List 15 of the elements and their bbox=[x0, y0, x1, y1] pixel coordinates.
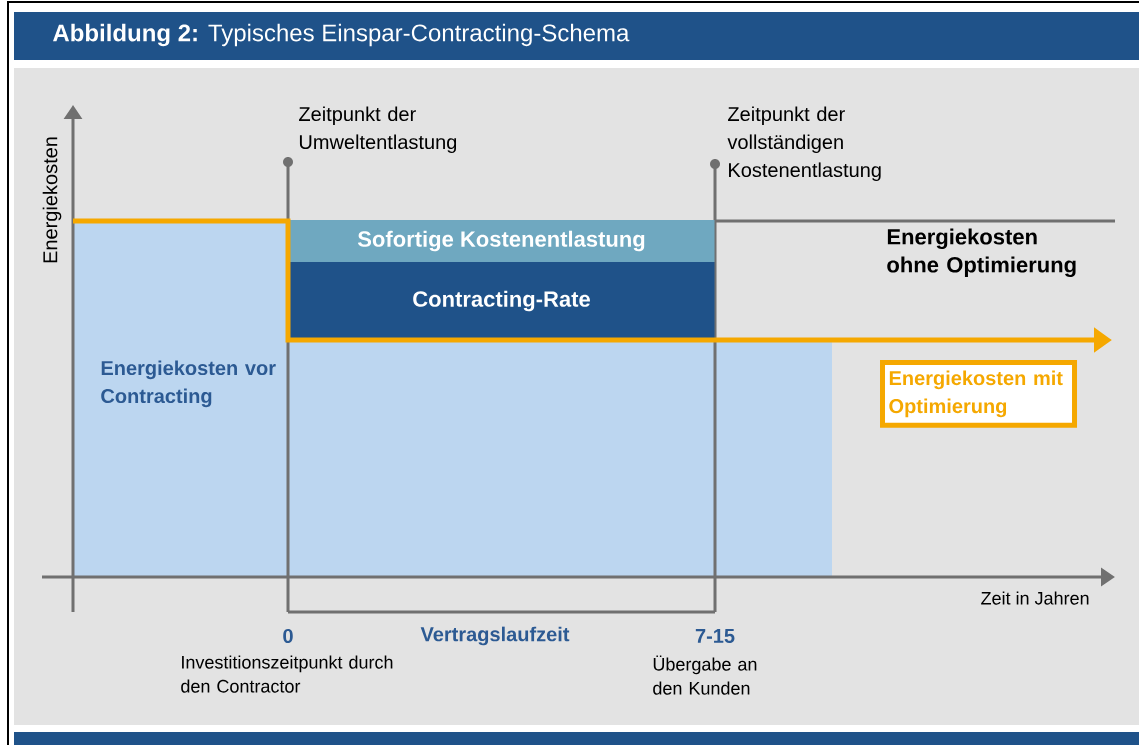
series-label: Energiekosten ohne Optimierung bbox=[887, 228, 1076, 277]
tick-label: 0 bbox=[283, 628, 293, 644]
annotation: Investitionszeitpunkt durch den Contractor bbox=[181, 655, 393, 693]
title-bar: Abbildung 2: Typisches Einspar-Contracting-Schema bbox=[14, 12, 1139, 60]
band: Contracting-Rate bbox=[288, 262, 715, 340]
band: Sofortige Kostenentlastung bbox=[288, 220, 715, 262]
legend-box: Energiekosten mit Optimierung bbox=[880, 360, 1077, 428]
annotation: Zeitpunkt der vollständigen Kostenentlastung bbox=[727, 106, 881, 182]
annotation: Zeitpunkt der Umweltentlastung bbox=[299, 106, 457, 154]
axis-label: Energiekosten bbox=[42, 137, 62, 263]
area-label: Energiekosten vor Contracting bbox=[101, 360, 276, 408]
bracket-label: Vertragslaufzeit bbox=[420, 626, 570, 646]
axis-label: Zeit in Jahren bbox=[981, 591, 1089, 605]
annotation: Übergabe an den Kunden bbox=[653, 655, 757, 695]
tick-label: 7-15 bbox=[695, 629, 735, 643]
